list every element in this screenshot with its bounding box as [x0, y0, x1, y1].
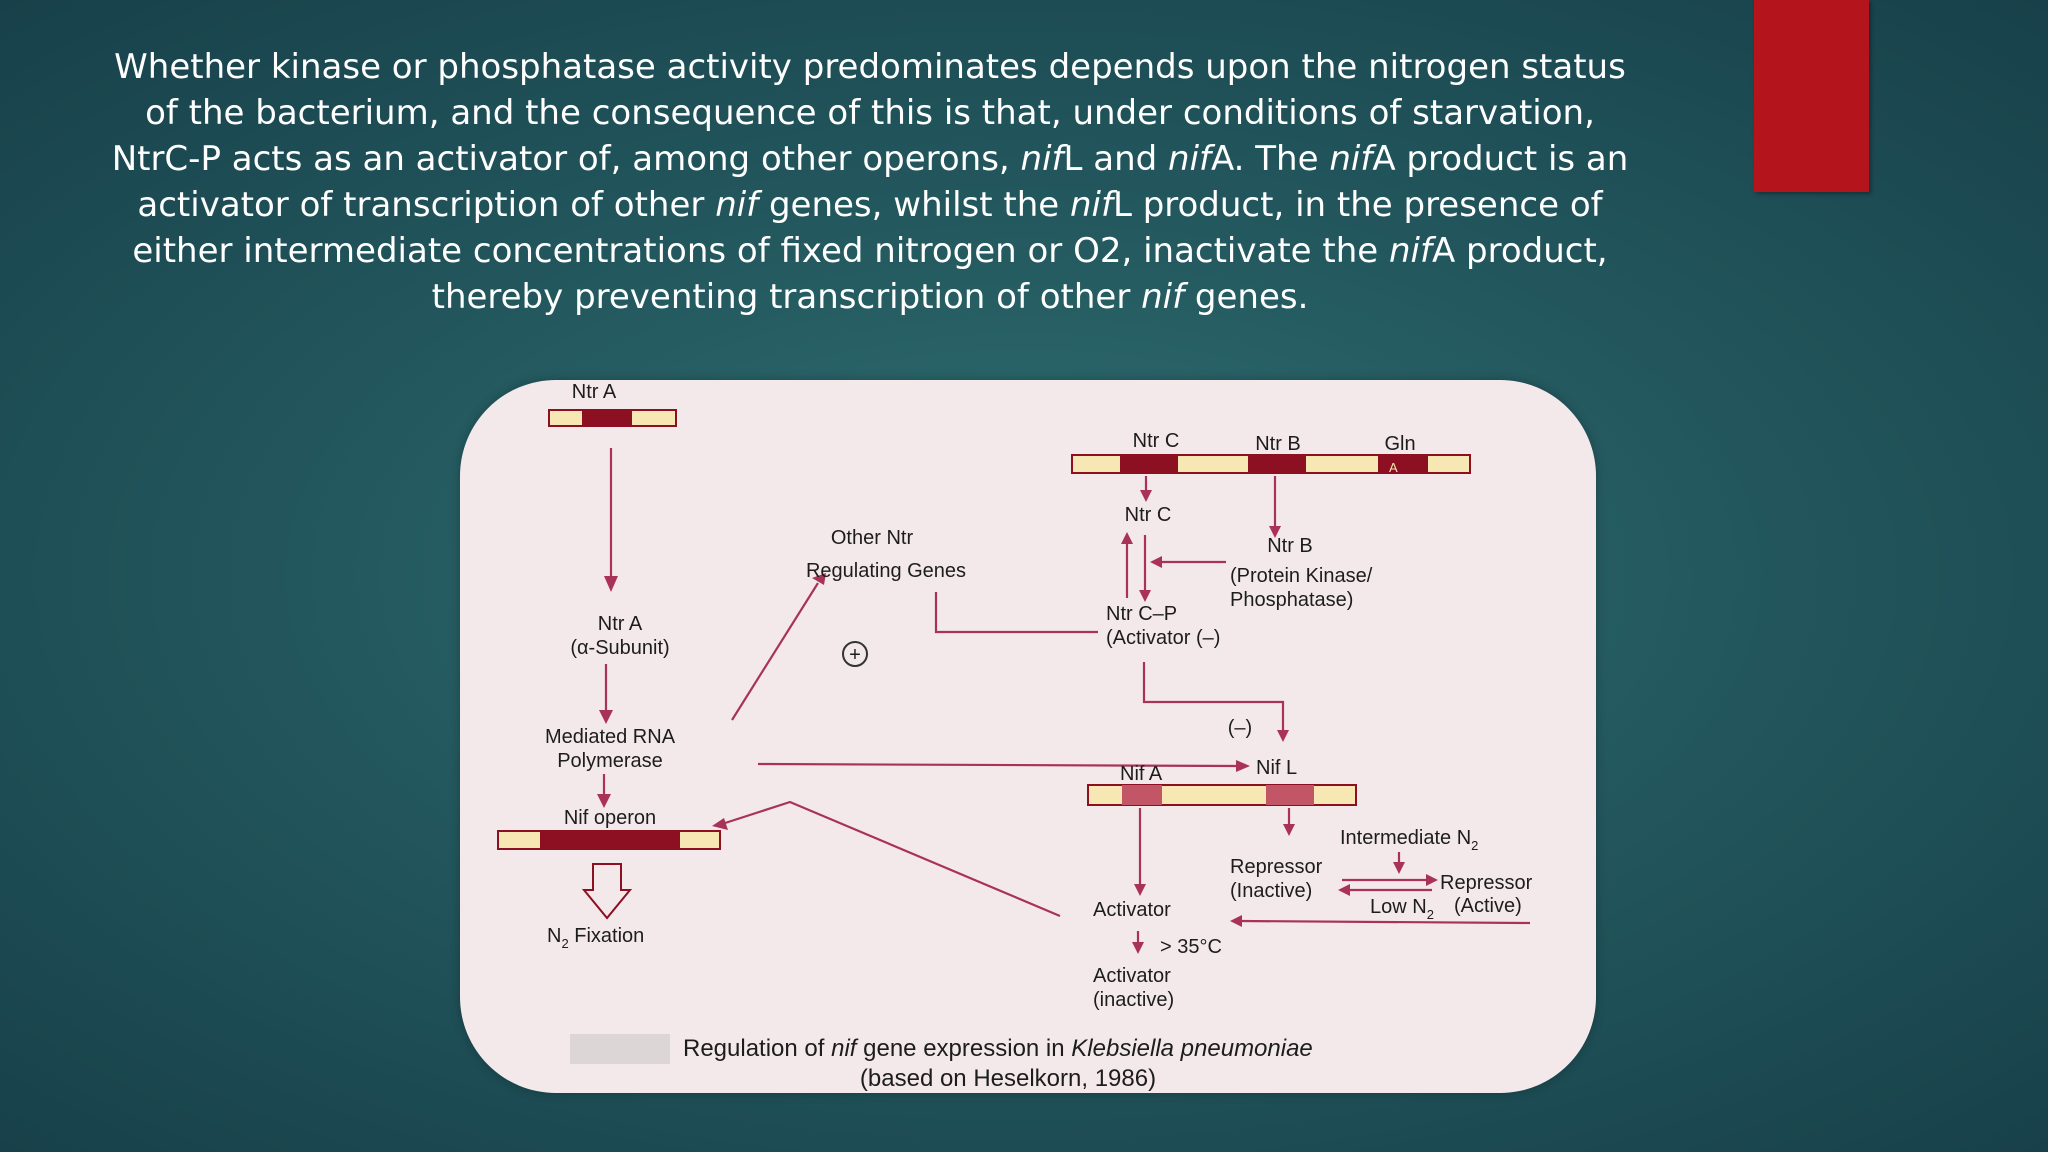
- n2-fixation-label: N2 Fixation: [547, 925, 644, 951]
- svg-text:+: +: [849, 644, 861, 666]
- repressor-active-state: (Active): [1454, 895, 1522, 917]
- ntrc-protein-label: Ntr C: [1125, 504, 1172, 526]
- activator-inactive-state: (inactive): [1093, 989, 1174, 1011]
- ntrc-p-label: Ntr C–P: [1106, 603, 1177, 625]
- nif-l-label: Nif L: [1256, 757, 1297, 779]
- gln-gene-label: Gln: [1384, 433, 1415, 455]
- gln-a-mark: A: [1389, 460, 1398, 475]
- nif-a-label: Nif A: [1120, 763, 1163, 785]
- ntr-operon-gene-bar: [1071, 454, 1471, 474]
- repressor-inactive-label: Repressor: [1230, 856, 1323, 878]
- activator-minus-label: (Activator (–): [1106, 627, 1220, 649]
- ntrb-protein-label: Ntr B: [1267, 535, 1313, 557]
- protein-kinase-label: (Protein Kinase/: [1230, 565, 1373, 587]
- temperature-label: > 35°C: [1160, 936, 1222, 958]
- other-ntr-label: Other Ntr: [831, 527, 914, 549]
- negative-sign-label: (–): [1228, 717, 1252, 739]
- activator-inactive-label: Activator: [1093, 965, 1171, 987]
- alpha-subunit-label: (α-Subunit): [570, 637, 669, 659]
- intermediate-n2-label: Intermediate N2: [1340, 827, 1478, 853]
- slide-paragraph: Whether kinase or phosphatase activity p…: [111, 47, 1629, 317]
- ntra-subunit-label: Ntr A: [598, 613, 643, 635]
- figure-source: (based on Heselkorn, 1986): [860, 1065, 1156, 1092]
- caption-tag: [570, 1034, 670, 1064]
- nif-operon-bar: [497, 830, 721, 850]
- fixation-hollow-arrow: [581, 863, 633, 920]
- figure-caption: Regulation of nif gene expression in Kle…: [683, 1035, 1313, 1062]
- phosphatase-label: Phosphatase): [1230, 589, 1353, 611]
- regulating-genes-label: Regulating Genes: [806, 560, 966, 582]
- mediated-rna-label: Mediated RNA: [545, 726, 676, 748]
- nif-al-gene-bar: [1087, 784, 1357, 806]
- low-n2-label: Low N2: [1370, 896, 1434, 922]
- ntra-gene-bar: [548, 409, 677, 427]
- plus-sign-icon: [842, 641, 868, 667]
- repressor-inactive-state: (Inactive): [1230, 880, 1312, 902]
- nif-regulation-diagram: Ntr A Ntr A (α-Subunit) Mediated RNA Pol…: [460, 380, 1596, 1093]
- activator-label: Activator: [1093, 899, 1171, 921]
- nif-operon-label: Nif operon: [564, 807, 656, 829]
- repressor-active-label: Repressor: [1440, 872, 1533, 894]
- decorative-accent-tab: [1754, 0, 1869, 192]
- ntrc-gene-label: Ntr C: [1133, 430, 1180, 452]
- ntra-gene-label: Ntr A: [572, 381, 617, 403]
- ntrb-gene-label: Ntr B: [1255, 433, 1301, 455]
- polymerase-label: Polymerase: [557, 750, 663, 772]
